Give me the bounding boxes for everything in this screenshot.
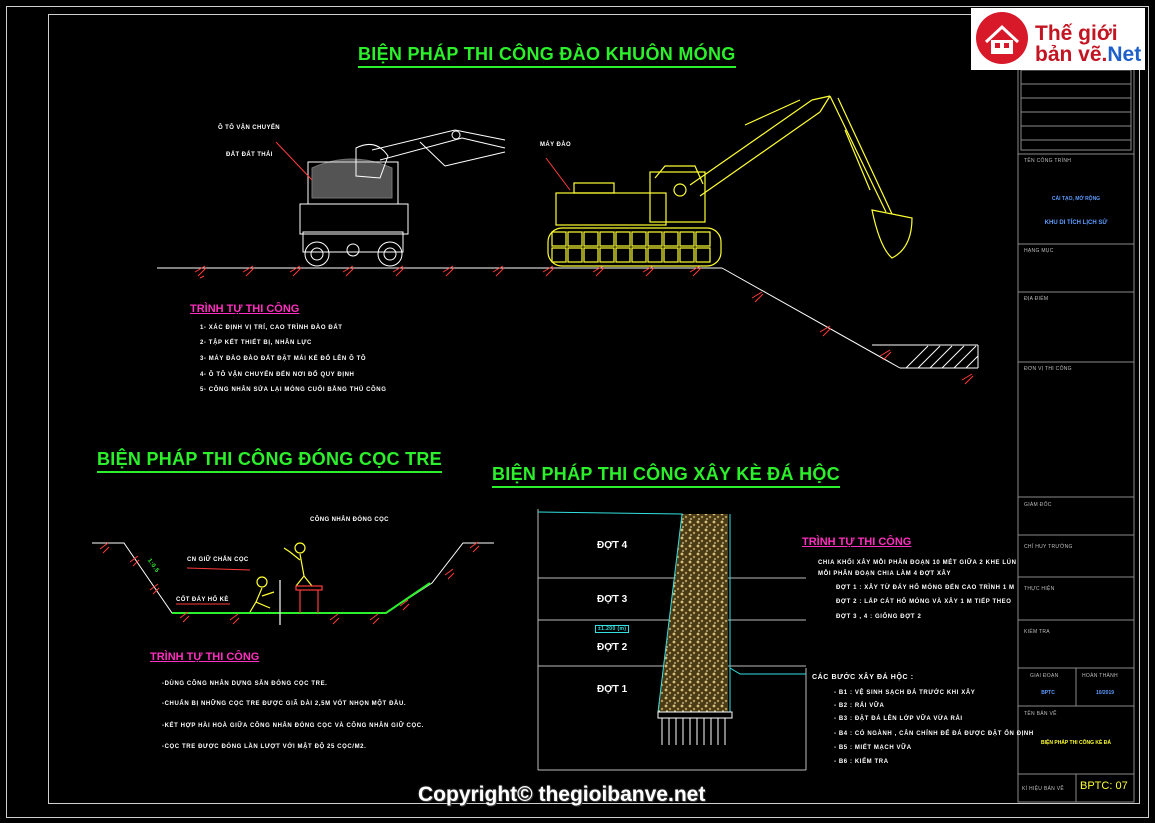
tb-done-label: HOÀN THÀNH: [1082, 673, 1118, 679]
trench-level-label: CỐT ĐÁY HỐ KÈ: [176, 597, 229, 603]
trench-bottom-green: [172, 582, 431, 614]
truck-label-1: Ô TÔ VẬN CHUYỂN: [218, 125, 281, 131]
tb-project-value-2: KHU DI TÍCH LỊCH SỬ: [1044, 220, 1108, 226]
level-tag: ±1.200 (m): [595, 625, 630, 633]
excavation-step-1: 1- XÁC ĐỊNH VỊ TRÍ, CAO TRÌNH ĐÀO ĐẤT: [200, 325, 343, 331]
wall-step-3: - B3 : ĐẶT ĐÁ LÊN LỚP VỮA VỪA RẢI: [834, 716, 963, 722]
layer-label-2: ĐỢT 2: [597, 642, 628, 653]
wall-phase-3: ĐỢT 3 , 4 : GIỐNG ĐỢT 2: [836, 614, 922, 620]
tb-drawing-name-label: TÊN BẢN VẼ: [1024, 711, 1057, 717]
stone-wall-fill: [658, 514, 728, 712]
piles-step-4: -CỌC TRE ĐƯỢC ĐÓNG LẦN LƯỢT VỚI MẬT ĐỘ 2…: [162, 744, 367, 750]
pile-holder-label: CN GIỮ CHẮN CỌC: [187, 557, 249, 563]
tb-row-checker: KIỂM TRA: [1024, 629, 1050, 635]
wall-intro-1: CHIA KHỐI XÂY MỖI PHÂN ĐOẠN 10 MÉT GIỮA …: [818, 560, 1017, 566]
tb-drawing-no-label: KÍ HIỆU BẢN VẼ: [1022, 786, 1064, 792]
wall-section-lines: [537, 509, 807, 771]
house-logo-icon: [976, 12, 1028, 64]
tb-date-value: 10/2019: [1095, 690, 1115, 696]
wall-step-4: - B4 : CÓ NGÀNH , CÂN CHỈNH ĐỂ ĐÁ ĐƯỢC Đ…: [834, 731, 1034, 737]
leader-lines-piles: [176, 567, 251, 605]
stone-wall-title: BIỆN PHÁP THI CÔNG XÂY KÈ ĐÁ HỘC: [492, 464, 840, 488]
piles-step-1: -DÙNG CÔNG NHÂN DỰNG SẴN ĐÓNG CỌC TRE.: [162, 681, 328, 687]
tb-phase-value: BPTC: [1041, 690, 1055, 696]
piles-sequence-heading: TRÌNH TỰ THI CÔNG: [150, 651, 260, 663]
excavation-sequence-heading: TRÌNH TỰ THI CÔNG: [190, 303, 300, 315]
tb-project-value-1: CẢI TẠO, MỞ RỘNG: [1051, 196, 1101, 202]
pile-driver-label: CÔNG NHÂN ĐÓNG CỌC: [310, 517, 389, 523]
workers: [249, 542, 323, 625]
excavation-step-3: 3- MÁY ĐÀO ĐÀO ĐẤT ĐẶT MÁI KẾ ĐỔ LÊN Ô T…: [200, 356, 367, 362]
layer-label-3: ĐỢT 3: [597, 594, 628, 605]
excavator-arm-small: [355, 129, 506, 179]
logo-text-line1: Thế giới: [1035, 22, 1118, 45]
wall-phase-1: ĐỢT 1 : XÂY TỪ ĐÁY HỐ MÓNG ĐẾN CAO TRÌNH…: [836, 585, 1015, 591]
leader-lines-excavation: [275, 141, 571, 191]
logo-text-line2a: bản vẽ.: [1035, 43, 1108, 66]
tb-row-director: GIÁM ĐỐC: [1024, 502, 1052, 508]
trench-profile: [92, 542, 494, 614]
excavation-step-5: 5- CÔNG NHÂN SỬA LẠI MÓNG CUỐI BẰNG THỦ …: [200, 387, 387, 393]
tb-drawing-no-value: BPTC: 07: [1080, 780, 1128, 792]
soil-symbols-excavation: [194, 265, 974, 385]
tb-project-label: TÊN CÔNG TRÌNH: [1024, 158, 1072, 164]
tb-unit-label: ĐƠN VỊ THI CÔNG: [1024, 366, 1072, 372]
excavation-hatch: [905, 345, 979, 369]
logo-text-line2b: Net: [1107, 43, 1142, 66]
wall-sequence-heading: TRÌNH TỰ THI CÔNG: [802, 536, 912, 548]
excavation-step-4: 4- Ô TÔ VẬN CHUYỂN ĐẾN NƠI ĐỔ QUY ĐỊNH: [200, 372, 355, 378]
layer-label-1: ĐỢT 1: [597, 684, 628, 695]
tb-drawing-name-value: BIỆN PHÁP THI CÔNG KÈ ĐÁ: [1041, 740, 1111, 746]
drawing-frame-inner: [48, 14, 1140, 804]
tb-location-label: ĐỊA ĐIỂM: [1024, 296, 1049, 302]
tb-phase-label: GIAI ĐOẠN: [1030, 673, 1059, 679]
dump-truck: [299, 158, 409, 267]
tb-row-chief: CHỈ HUY TRƯỞNG: [1024, 544, 1073, 550]
ground-line-excavation: [157, 267, 979, 369]
wall-phase-2: ĐỢT 2 : LẤP CÁT HỐ MÓNG VÀ XÂY 1 M TIẾP …: [836, 599, 1012, 605]
piles-step-2: -CHUẨN BỊ NHỮNG CỌC TRE ĐƯỢC GIÃ DÀI 2,5…: [162, 701, 407, 707]
wall-step-1: - B1 : VỆ SINH SẠCH ĐÁ TRƯỚC KHI XÂY: [834, 690, 976, 696]
wall-steps-heading: CÁC BƯỚC XÂY ĐÁ HỘC :: [812, 674, 914, 681]
tb-item-label: HẠNG MỤC: [1024, 248, 1054, 254]
wall-step-5: - B5 : MIẾT MẠCH VỮA: [834, 745, 912, 751]
logo-text-line2: bản vẽ.Net: [1035, 43, 1141, 67]
piles-step-3: -KẾT HỢP HÀI HOÀ GIỮA CÔNG NHÂN ĐÓNG CỌC…: [162, 723, 424, 729]
tb-row-executor: THỰC HIỆN: [1024, 586, 1055, 592]
bamboo-piles-title: BIỆN PHÁP THI CÔNG ĐÓNG CỌC TRE: [97, 449, 442, 473]
truck-label-2: ĐẤT ĐẤT THẢI: [226, 152, 273, 158]
drawing-frame-outer: [6, 6, 1149, 818]
soil-symbols-trench: [99, 541, 480, 625]
excavation-step-2: 2- TẬP KẾT THIẾT BỊ, NHÂN LỰC: [200, 340, 312, 346]
copyright-watermark: Copyright© thegioibanve.net: [418, 783, 706, 806]
wall-intro-2: MỖI PHÂN ĐOẠN CHIA LÀM 4 ĐỢT XÂY: [818, 571, 952, 577]
layer-label-4: ĐỢT 4: [597, 540, 628, 551]
wall-step-2: - B2 : RẢI VỮA: [834, 703, 885, 709]
excavation-title: BIỆN PHÁP THI CÔNG ĐÀO KHUÔN MÓNG: [358, 44, 736, 68]
wall-step-6: - B6 : KIỂM TRA: [834, 759, 889, 765]
excavator: [547, 95, 913, 267]
excavator-label: MÁY ĐÀO: [540, 142, 572, 148]
foundation-piles: [657, 711, 733, 745]
